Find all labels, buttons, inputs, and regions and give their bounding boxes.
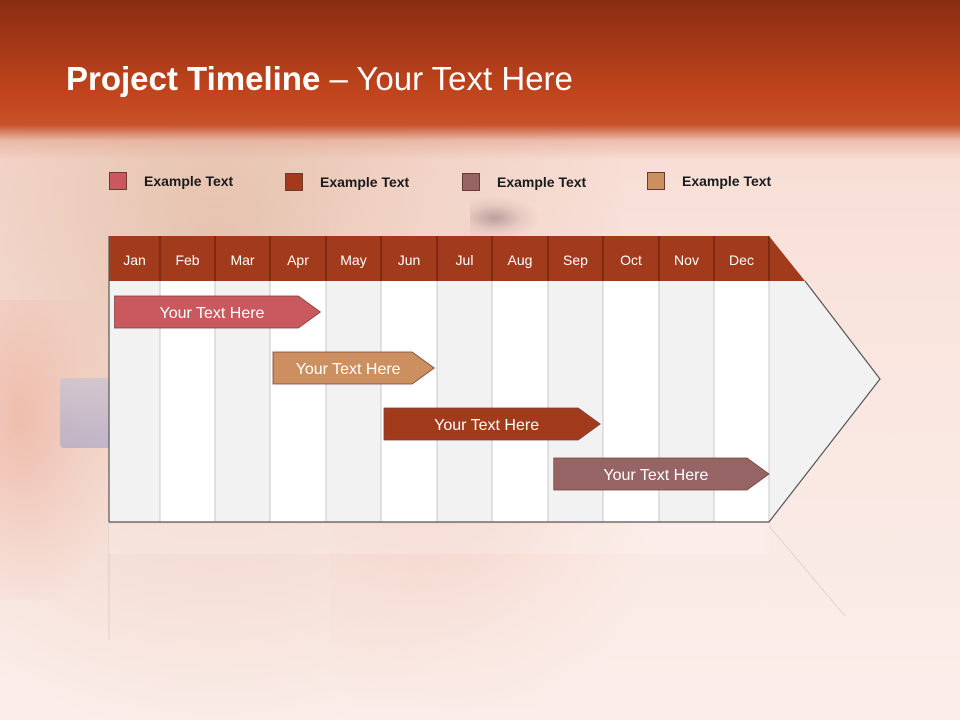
task-arrow-3 bbox=[383, 407, 601, 441]
task-arrow-1 bbox=[114, 295, 322, 329]
month-header-band bbox=[109, 236, 805, 281]
task-label-1: Your Text Here bbox=[159, 305, 264, 322]
slide-title[interactable]: Project Timeline – Your Text Here bbox=[66, 60, 573, 98]
month-label-jul: Jul bbox=[456, 252, 474, 268]
month-label-apr: Apr bbox=[287, 252, 309, 268]
reflection-arrow-edge bbox=[768, 525, 846, 617]
task-arrow-2 bbox=[272, 351, 435, 385]
title-banner bbox=[0, 0, 960, 160]
background-hand bbox=[0, 300, 110, 600]
slide-title-main: Project Timeline bbox=[66, 60, 321, 97]
background-eye bbox=[470, 196, 540, 236]
task-arrow-4 bbox=[553, 457, 770, 491]
legend-swatch-2 bbox=[285, 173, 303, 191]
month-label-aug: Aug bbox=[508, 252, 533, 268]
slide-title-subtitle: – Your Text Here bbox=[320, 60, 573, 97]
month-label-dec: Dec bbox=[729, 252, 754, 268]
legend-label-2: Example Text bbox=[320, 174, 410, 190]
legend-label-3: Example Text bbox=[497, 174, 587, 190]
legend-item-4: Example Text bbox=[647, 171, 771, 191]
month-label-may: May bbox=[340, 252, 366, 268]
reflection-fill bbox=[109, 524, 769, 554]
legend-swatch-1 bbox=[109, 172, 127, 190]
task-label-3: Your Text Here bbox=[434, 417, 539, 434]
chart-reflection bbox=[108, 522, 846, 640]
month-column-jun bbox=[381, 281, 437, 522]
month-label-mar: Mar bbox=[230, 252, 254, 268]
month-label-sep: Sep bbox=[563, 252, 588, 268]
month-column-aug bbox=[492, 281, 548, 522]
background-phone bbox=[60, 378, 112, 448]
month-column-may bbox=[326, 281, 381, 522]
legend-label-4: Example Text bbox=[682, 173, 772, 189]
month-label-jan: Jan bbox=[123, 252, 146, 268]
month-label-nov: Nov bbox=[674, 252, 699, 268]
legend-swatch-3 bbox=[462, 173, 480, 191]
arrow-tip-body bbox=[769, 281, 880, 522]
month-label-feb: Feb bbox=[175, 252, 199, 268]
month-label-jun: Jun bbox=[398, 252, 421, 268]
task-label-4: Your Text Here bbox=[603, 467, 708, 484]
legend-item-1: Example Text bbox=[109, 171, 233, 191]
month-column-jul bbox=[437, 281, 492, 522]
task-label-2: Your Text Here bbox=[296, 361, 401, 378]
legend-item-3: Example Text bbox=[462, 172, 586, 192]
legend-label-1: Example Text bbox=[144, 173, 234, 189]
month-label-oct: Oct bbox=[620, 252, 642, 268]
legend-item-2: Example Text bbox=[285, 172, 409, 192]
legend-swatch-4 bbox=[647, 172, 665, 190]
chart-outline bbox=[109, 280, 881, 523]
